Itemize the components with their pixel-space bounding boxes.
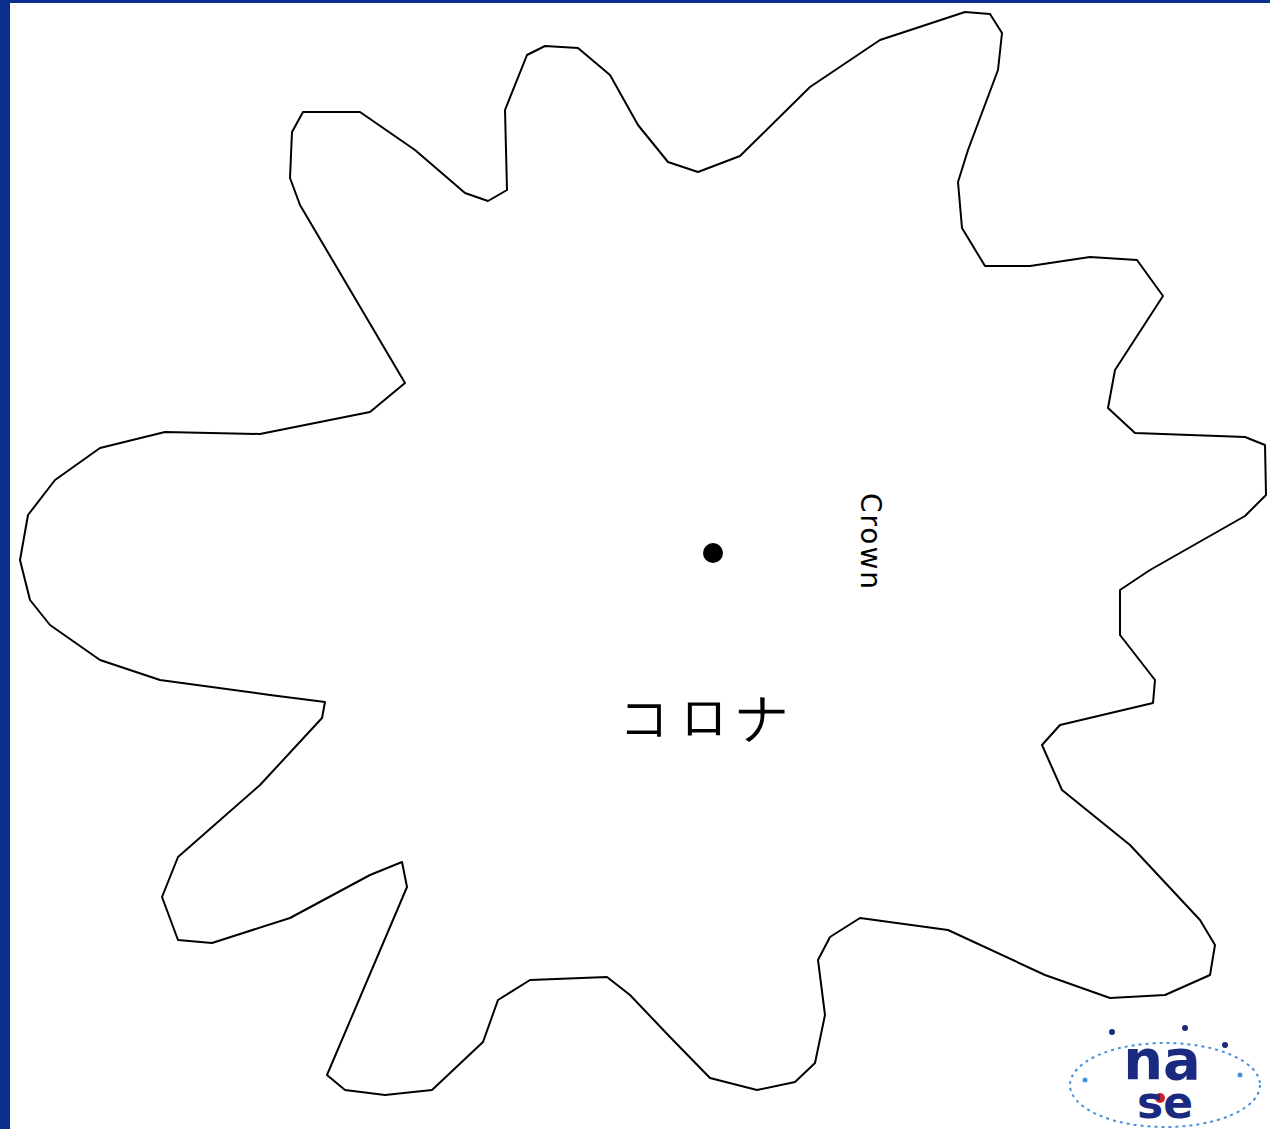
- center-dot: [703, 543, 723, 563]
- corona-outline: [20, 12, 1266, 1095]
- nase-logo: [1070, 1025, 1260, 1127]
- frame-bar: [0, 0, 10, 1129]
- logo-text: se: [1137, 1081, 1193, 1125]
- logo-text: na: [1123, 1032, 1201, 1088]
- japanese-label: コロナ: [619, 691, 796, 743]
- frame-bar: [0, 0, 1270, 3]
- rotated-label: Crown: [856, 493, 884, 591]
